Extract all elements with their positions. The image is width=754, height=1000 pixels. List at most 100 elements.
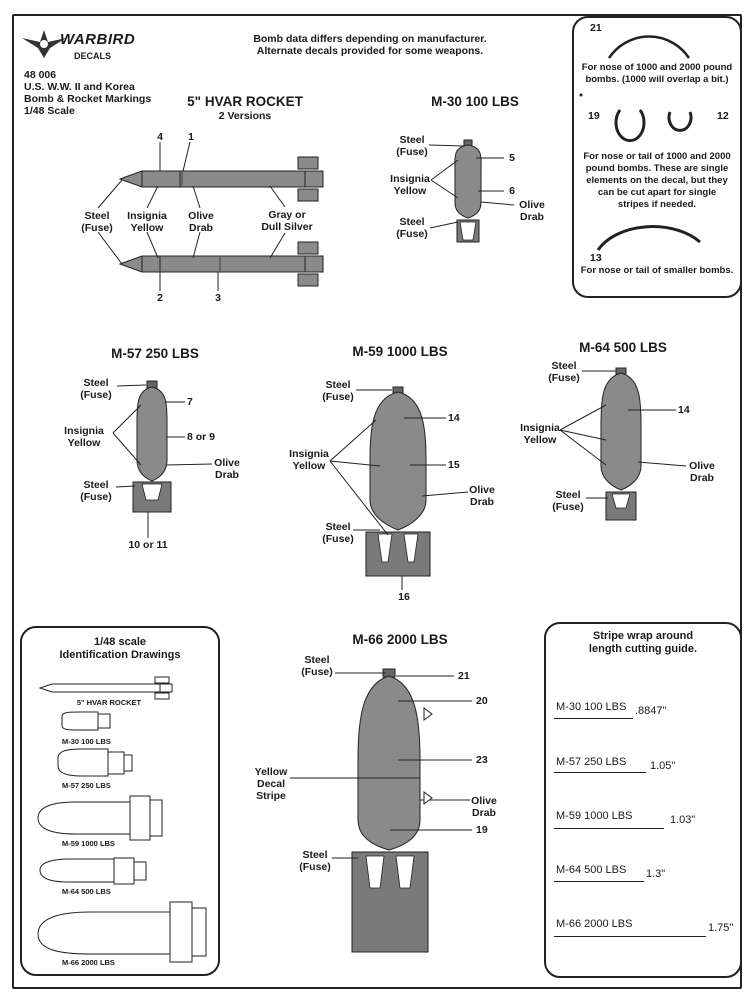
m66-callout-20: 20 <box>476 695 488 707</box>
id-label-m66: M-66 2000 LBS <box>62 958 115 967</box>
guide-line-m57 <box>554 772 646 773</box>
m66-title: M-66 2000 LBS <box>352 632 448 647</box>
id-hvar-icon <box>38 676 173 700</box>
m64-title: M-64 500 LBS <box>579 340 667 355</box>
guide-line-m59 <box>554 828 664 829</box>
hvar-rocket-lower-icon <box>118 241 324 287</box>
m30-steel-bot-label: Steel(Fuse) <box>396 216 428 240</box>
product-line-2: Bomb & Rocket Markings <box>24 93 152 105</box>
notice-line-1: Bomb data differs depending on manufactu… <box>253 33 487 45</box>
id-box-title-1: 1/48 scale <box>94 636 146 648</box>
m66-steel-bot-label: Steel(Fuse) <box>299 849 331 873</box>
stripe-21-icon <box>607 35 691 59</box>
guide-value-m66: 1.75" <box>708 922 734 934</box>
stripe-12-number: 12 <box>717 110 729 122</box>
m30-callout-6: 6 <box>509 185 515 197</box>
m64-callout-14: 14 <box>678 404 690 416</box>
m59-callout-16: 16 <box>398 591 410 603</box>
hvar-callout-2: 2 <box>157 292 163 304</box>
guide-row-m59: M-59 1000 LBS <box>556 810 633 822</box>
stripe-12-icon <box>667 111 693 132</box>
m57-steel-bot-label: Steel(Fuse) <box>80 479 112 503</box>
stripe-19-icon <box>614 109 646 143</box>
guide-value-m64: 1.3" <box>646 868 666 880</box>
guide-line-m66 <box>554 936 706 937</box>
id-m57-icon <box>57 748 133 777</box>
m57-title: M-57 250 LBS <box>111 346 199 361</box>
m57-steel-top-label: Steel(Fuse) <box>80 377 112 401</box>
m30-title: M-30 100 LBS <box>431 94 519 109</box>
id-label-hvar: 5" HVAR ROCKET <box>76 698 142 707</box>
stripe-note-3: For nose or tail of smaller bombs. <box>580 265 734 276</box>
product-line-3: 1/48 Scale <box>24 105 75 117</box>
id-label-m59: M-59 1000 LBS <box>62 839 115 848</box>
m64-steel-bot-label: Steel(Fuse) <box>552 489 584 513</box>
product-number: 48 006 <box>24 69 57 81</box>
id-box-title-2: Identification Drawings <box>59 649 181 661</box>
guide-row-m66: M-66 2000 LBS <box>556 918 633 930</box>
m59-title: M-59 1000 LBS <box>352 344 448 359</box>
hvar-steel-label: Steel(Fuse) <box>81 210 113 234</box>
m66-callout-19: 19 <box>476 824 488 836</box>
guide-line-m64 <box>554 881 644 882</box>
m66-callout-23: 23 <box>476 754 488 766</box>
m30-callout-5: 5 <box>509 152 515 164</box>
stripe-21-number: 21 <box>590 22 602 34</box>
m57-callout-8-or-9: 8 or 9 <box>187 431 216 443</box>
id-m59-icon <box>37 795 163 841</box>
id-m66-icon <box>37 901 207 963</box>
id-label-m30: M-30 100 LBS <box>62 737 111 746</box>
notice-line-2: Alternate decals provided for some weapo… <box>256 45 484 57</box>
hvar-rocket-upper-icon <box>118 156 324 202</box>
guide-title-2: length cutting guide. <box>588 643 698 655</box>
m57-callout-7: 7 <box>187 396 193 408</box>
guide-line-m30 <box>554 718 633 719</box>
m57-callout-10-or-11: 10 or 11 <box>128 539 168 551</box>
guide-value-m30: .8847" <box>635 705 667 717</box>
instruction-sheet-border <box>12 14 742 989</box>
id-label-m57: M-57 250 LBS <box>62 781 111 790</box>
hvar-callout-3: 3 <box>215 292 221 304</box>
hvar-subtitle: 2 Versions <box>218 110 272 122</box>
m30-steel-top-label: Steel(Fuse) <box>396 134 428 158</box>
m59-callout-14: 14 <box>448 412 460 424</box>
m59-steel-bot-label: Steel(Fuse) <box>322 521 354 545</box>
hvar-callout-1: 1 <box>188 131 194 143</box>
m59-callout-15: 15 <box>448 459 460 471</box>
stripe-13-number: 13 <box>590 252 602 264</box>
guide-value-m57: 1.05" <box>650 760 676 772</box>
stripe-19-number: 19 <box>588 110 600 122</box>
guide-title-1: Stripe wrap around <box>592 630 694 642</box>
guide-value-m59: 1.03" <box>670 814 696 826</box>
id-m64-icon <box>39 857 147 885</box>
m64-steel-top-label: Steel(Fuse) <box>548 360 580 384</box>
id-m30-icon <box>61 711 111 731</box>
id-label-m64: M-64 500 LBS <box>62 887 111 896</box>
guide-row-m64: M-64 500 LBS <box>556 864 627 876</box>
logo-text: WARBIRD <box>60 31 136 48</box>
guide-row-m30: M-30 100 LBS <box>556 701 627 713</box>
hvar-title: 5" HVAR ROCKET <box>187 94 303 109</box>
cutting-guide-box <box>544 622 742 978</box>
